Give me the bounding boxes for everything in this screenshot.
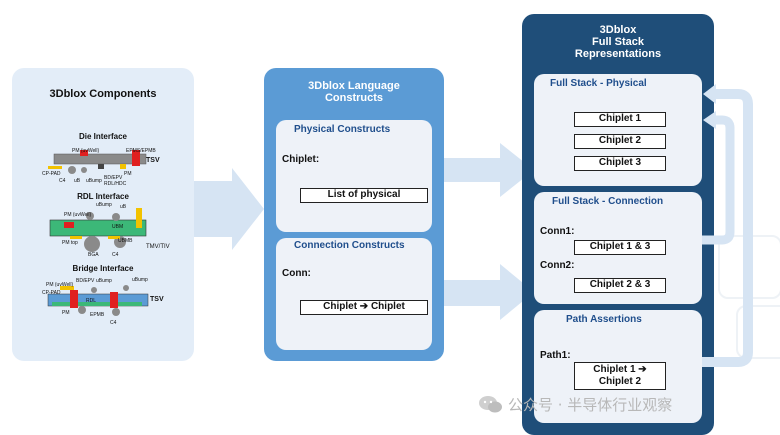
loop-outer-head — [703, 84, 716, 104]
loop-outer — [702, 89, 753, 367]
rdl-label-ub: uB — [120, 204, 127, 210]
representations-title-line2: Full Stack — [592, 36, 644, 48]
rdl-label-bga: BGA — [88, 252, 99, 258]
conn2-box: Chiplet 2 & 3 — [574, 278, 666, 293]
die-label-bdepv: BD/EPV — [104, 175, 123, 181]
rdl-label-ubump: uBump — [96, 202, 112, 208]
chiplet-3-box: Chiplet 3 — [574, 156, 666, 171]
fullstack-physical-box: Full Stack - Physical Chiplet 1 Chiplet … — [534, 74, 702, 186]
components-title: 3Dblox Components — [49, 88, 157, 100]
die-interface-title: Die Interface — [78, 132, 128, 141]
bridge-interface-title: Bridge Interface — [72, 264, 134, 273]
loop-inner — [702, 115, 735, 245]
bridge-label-bdepv: BD/EPV — [76, 278, 95, 284]
conn2-label: Conn2: — [540, 260, 575, 271]
chiplet-to-chiplet-box: Chiplet ➔ Chiplet — [300, 300, 428, 315]
bridge-label-cppad: CP-PAD — [42, 290, 61, 296]
rdl-interface-title: RDL Interface — [77, 192, 129, 201]
bridge-interface-diagram — [47, 285, 149, 316]
conn1-box: Chiplet 1 & 3 — [574, 240, 666, 255]
connection-constructs-title: Connection Constructs — [294, 240, 405, 251]
arrow-physical-to-fullstack — [444, 143, 534, 197]
components-panel: 3Dblox Components Die Interface PM (uvWe… — [12, 68, 194, 361]
arrow-connection-to-fullstack — [444, 264, 534, 320]
die-label-ubump: uBump — [86, 178, 102, 184]
constructs-title-line2: Constructs — [324, 92, 384, 104]
constructs-panel: 3Dblox Language Constructs Physical Cons… — [264, 68, 444, 361]
fullstack-connection-title: Full Stack - Connection — [552, 196, 664, 207]
bridge-label-ubump2: uBump — [132, 277, 148, 283]
list-of-physical-box: List of physical — [300, 188, 428, 203]
die-label-tsv: TSV — [146, 157, 160, 164]
bridge-label-pm2: PM — [62, 310, 70, 316]
rdl-label-ubmb: UBMB — [118, 238, 133, 244]
path1-box: Chiplet 1 ➔ Chiplet 2 — [574, 362, 666, 390]
path1-box-line1: Chiplet 1 ➔ — [593, 364, 647, 375]
rdl-label-ubm: UBM — [112, 224, 124, 230]
bridge-label-ubump1: uBump — [96, 278, 112, 284]
path1-box-line2: Chiplet 2 — [598, 376, 642, 387]
conn-label: Conn: — [282, 268, 311, 279]
physical-constructs-box: Physical Constructs Chiplet: List of phy… — [276, 120, 432, 232]
connection-constructs-box: Connection Constructs Conn: Chiplet ➔ Ch… — [276, 238, 432, 350]
die-label-epms: EPMS/EPMB — [126, 148, 156, 154]
bridge-label-pm: PM (uvWell) — [46, 282, 74, 288]
path-assertions-title: Path Assertions — [566, 314, 642, 325]
path-assertions-box: Path Assertions Path1: Chiplet 1 ➔ Chipl… — [534, 310, 702, 423]
bridge-label-tsv: TSV — [150, 296, 164, 303]
rdl-label-pm: PM (uvWell) — [64, 212, 92, 218]
die-label-rdl: RDL/HDC — [104, 181, 127, 187]
die-label-cppad: CP-PAD — [42, 171, 61, 177]
die-label-c4: C4 — [59, 178, 66, 184]
wechat-icon — [479, 396, 502, 413]
die-interface-diagram — [48, 150, 147, 174]
constructs-title-line1: 3Dblox Language — [308, 80, 400, 92]
representations-title-line3: Representations — [574, 48, 662, 60]
physical-constructs-title: Physical Constructs — [294, 124, 391, 135]
rdl-label-tmv: TMV/TIV — [146, 244, 170, 250]
die-label-ub: uB — [74, 178, 81, 184]
chiplet-label: Chiplet: — [282, 154, 320, 165]
conn1-label: Conn1: — [540, 226, 575, 237]
bridge-label-rdl: RDL — [86, 298, 97, 304]
rdl-interface-diagram — [49, 208, 147, 252]
fullstack-physical-title: Full Stack - Physical — [550, 78, 647, 89]
die-label-pm: PM (uvWell) — [72, 148, 100, 154]
representations-panel: 3Dblox Full Stack Representations Full S… — [522, 14, 714, 435]
die-label-pm2: PM — [124, 171, 132, 177]
rdl-label-c4: C4 — [112, 252, 119, 258]
path1-label: Path1: — [540, 350, 571, 361]
fullstack-connection-box: Full Stack - Connection Conn1: Chiplet 1… — [534, 192, 702, 304]
chiplet-1-box: Chiplet 1 — [574, 112, 666, 127]
watermark-text: 公众号 · 半导体行业观察 — [508, 396, 673, 414]
rdl-label-pmtop: PM top — [62, 240, 78, 246]
representations-title-line1: 3Dblox — [599, 24, 637, 36]
loop-inner-head — [703, 111, 716, 129]
bridge-label-epmb: EPMB — [90, 312, 105, 318]
bridge-label-c4: C4 — [110, 320, 117, 326]
chiplet-2-box: Chiplet 2 — [574, 134, 666, 149]
arrow-components-to-constructs — [194, 168, 264, 250]
